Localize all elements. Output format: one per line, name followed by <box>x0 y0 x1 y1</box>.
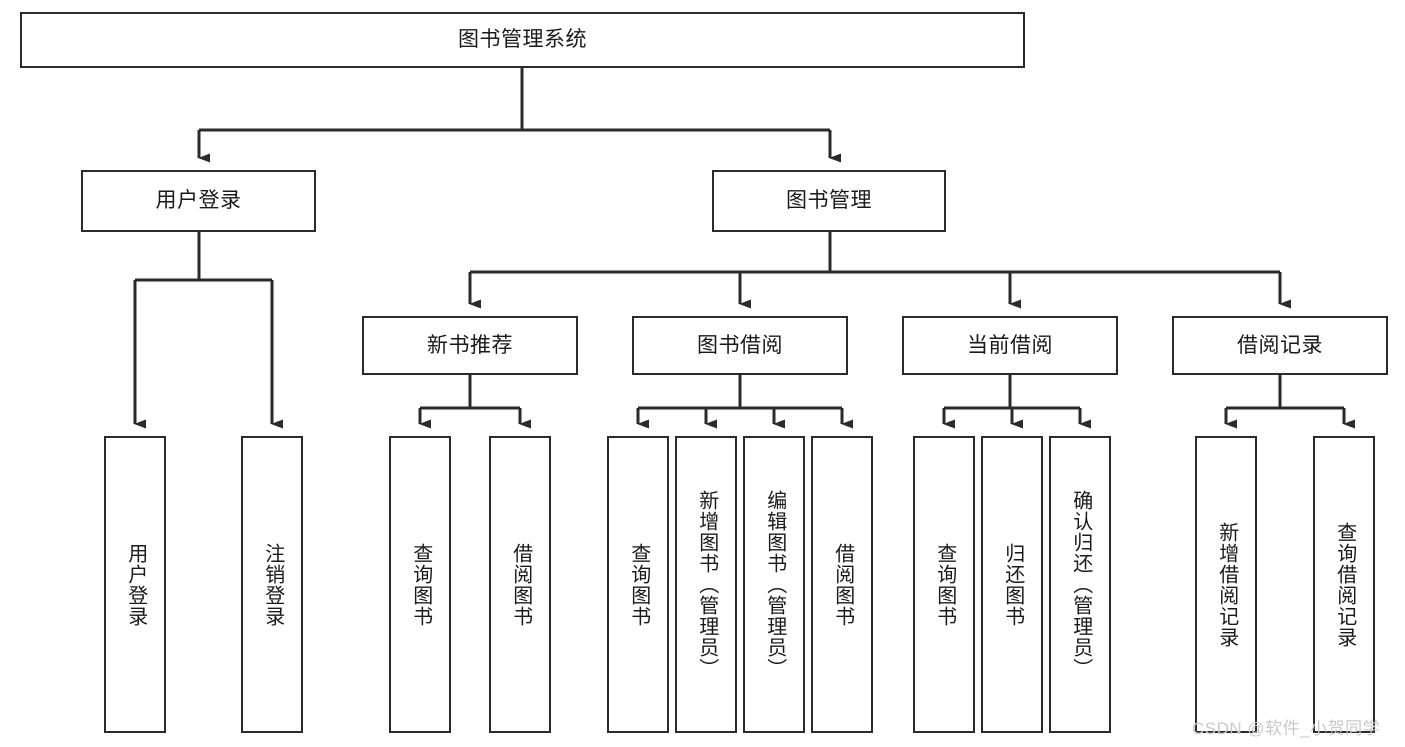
node-book-manage[interactable]: 图书管理 <box>712 170 946 232</box>
node-leaf-edit-book-label: 编辑图书（管理员） <box>763 490 786 679</box>
node-root[interactable]: 图书管理系统 <box>20 12 1025 68</box>
node-leaf-query-record-label: 查询借阅记录 <box>1333 521 1356 648</box>
node-user-login[interactable]: 用户登录 <box>81 170 316 232</box>
node-leaf-query-book-3-label: 查询图书 <box>933 542 956 627</box>
node-leaf-borrow-book-1[interactable]: 借阅图书 <box>489 436 551 733</box>
node-user-login-label: 用户登录 <box>155 189 242 213</box>
node-leaf-user-logout-label: 注销登录 <box>261 542 284 627</box>
node-borrow-record[interactable]: 借阅记录 <box>1172 316 1388 375</box>
node-new-book-rec[interactable]: 新书推荐 <box>362 316 578 375</box>
node-leaf-add-book[interactable]: 新增图书（管理员） <box>675 436 737 733</box>
node-leaf-borrow-book-2[interactable]: 借阅图书 <box>811 436 873 733</box>
node-new-book-rec-label: 新书推荐 <box>427 333 513 357</box>
node-leaf-add-record-label: 新增借阅记录 <box>1215 521 1238 648</box>
node-book-borrow-label: 图书借阅 <box>697 333 783 357</box>
node-leaf-user-login-label: 用户登录 <box>124 542 147 627</box>
node-leaf-borrow-book-2-label: 借阅图书 <box>831 542 854 627</box>
csdn-watermark: CSDN @软件_小贺同学 <box>1192 719 1381 738</box>
node-leaf-query-book-2[interactable]: 查询图书 <box>607 436 669 733</box>
node-root-label: 图书管理系统 <box>458 28 587 52</box>
node-book-borrow[interactable]: 图书借阅 <box>632 316 848 375</box>
node-leaf-return-book-label: 归还图书 <box>1001 542 1024 627</box>
node-leaf-confirm-return-label: 确认归还（管理员） <box>1069 490 1092 679</box>
node-current-borrow[interactable]: 当前借阅 <box>902 316 1118 375</box>
node-current-borrow-label: 当前借阅 <box>967 333 1053 357</box>
node-leaf-borrow-book-1-label: 借阅图书 <box>509 542 532 627</box>
node-leaf-user-logout[interactable]: 注销登录 <box>241 436 303 733</box>
node-leaf-query-book-1-label: 查询图书 <box>409 542 432 627</box>
node-book-manage-label: 图书管理 <box>786 189 872 213</box>
node-leaf-add-record[interactable]: 新增借阅记录 <box>1195 436 1257 733</box>
node-borrow-record-label: 借阅记录 <box>1237 333 1323 357</box>
node-leaf-query-book-2-label: 查询图书 <box>627 542 650 627</box>
node-leaf-confirm-return[interactable]: 确认归还（管理员） <box>1049 436 1111 733</box>
node-leaf-query-record[interactable]: 查询借阅记录 <box>1313 436 1375 733</box>
node-leaf-add-book-label: 新增图书（管理员） <box>695 490 718 679</box>
node-leaf-user-login[interactable]: 用户登录 <box>104 436 166 733</box>
node-leaf-query-book-3[interactable]: 查询图书 <box>913 436 975 733</box>
node-leaf-query-book-1[interactable]: 查询图书 <box>389 436 451 733</box>
node-leaf-edit-book[interactable]: 编辑图书（管理员） <box>743 436 805 733</box>
node-leaf-return-book[interactable]: 归还图书 <box>981 436 1043 733</box>
